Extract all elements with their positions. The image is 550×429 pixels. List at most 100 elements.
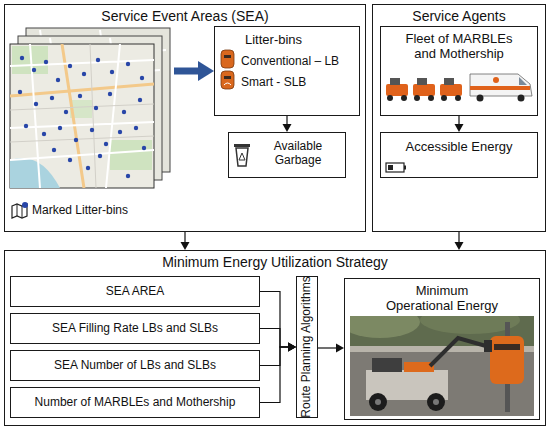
map-detail-part-part [52, 148, 56, 152]
garbage-bin-icon-part [239, 153, 245, 160]
fleet-icons-part-part [518, 95, 525, 102]
node-label: Service Agents [373, 8, 545, 24]
litter-bin-icon-part [224, 55, 231, 58]
algorithm-box: Route Planning Algorithms [296, 276, 318, 418]
map-detail-part-part [126, 62, 130, 66]
robot-photo-part [484, 340, 492, 352]
map-icon [12, 202, 28, 218]
arrow-head [288, 343, 296, 352]
fleet-icons-part-part [519, 77, 527, 85]
connector-arrow [455, 232, 464, 250]
map-detail-part-part [122, 110, 126, 114]
map-detail-part [10, 158, 60, 188]
map-detail-part-part [68, 64, 72, 68]
arrow-head [336, 344, 344, 353]
map-detail-part [18, 56, 146, 178]
group-box: Minimum Energy Utilization StrategySEA A… [4, 250, 546, 426]
connector-line [458, 232, 459, 243]
map-detail-part-part [56, 78, 60, 82]
map-detail-part-part [82, 72, 86, 76]
connector-arrow [260, 292, 296, 352]
map-detail-part-part [134, 126, 138, 130]
connector-line [184, 232, 185, 243]
group-box: Service Event Areas (SEA)Marked Litter-b… [4, 4, 366, 232]
map-icon-part [17, 204, 22, 218]
map-detail-part-part [42, 132, 46, 136]
map-detail-part-part [50, 96, 54, 100]
battery-icon-part [386, 163, 404, 172]
map-detail-part-part [86, 166, 90, 170]
battery-icon [386, 163, 406, 172]
fleet-icons-part-part [401, 95, 407, 101]
connector-line [174, 68, 199, 75]
fleet-icons-part-part [390, 78, 400, 85]
litter-bin-icon-part [221, 71, 234, 89]
litter-bin-icon-part [224, 76, 231, 79]
connector-arrow [260, 343, 296, 403]
arrow-head [198, 61, 214, 81]
fleet-icons-part-part [441, 95, 447, 101]
fleet-icons-part [470, 74, 532, 102]
arrow-head [288, 343, 296, 352]
connector-line [458, 116, 459, 125]
connector-line [318, 347, 337, 348]
robot-photo-part [433, 399, 439, 405]
fleet-icons-part-part [477, 95, 484, 102]
connector-arrow [455, 116, 464, 132]
fleet-icons-part-part [386, 84, 408, 96]
result-box: Minimum Operational Energy [344, 278, 540, 420]
connector-line [260, 329, 289, 348]
arrow-head [455, 124, 464, 132]
robot-photo-part [372, 358, 402, 372]
node-label: Fleet of MARBLEs and Mothership [399, 32, 519, 62]
map-detail-part-part [142, 146, 146, 150]
factor-box: SEA AREA [10, 276, 260, 307]
process-box: Accessible Energy [380, 132, 538, 178]
connector-arrow [283, 116, 292, 132]
map-detail-part-part [126, 174, 130, 178]
arrow-head [455, 242, 464, 250]
map-detail-part-part [34, 102, 38, 106]
node-label: SEA AREA [11, 285, 259, 299]
map-detail [10, 44, 154, 188]
connector-arrow [260, 343, 296, 366]
map-detail-part-part [58, 126, 62, 130]
garbage-bin-icon [234, 144, 250, 166]
map-detail-part-part [32, 68, 36, 72]
node-label: Litter-bins [245, 33, 302, 48]
litter-bin-icon-part [224, 83, 231, 85]
map-detail-part-part [18, 90, 22, 94]
fleet-icons-part [440, 78, 462, 101]
litter-bin-icon-part [221, 50, 234, 68]
map-detail-part-part [64, 110, 68, 114]
robot-photo-part [430, 338, 486, 366]
robot-photo-part [404, 362, 434, 372]
fleet-icons-part-part [413, 84, 435, 96]
node-label: SEA Filling Rate LBs and SLBs [11, 322, 259, 336]
map-detail-part-part [74, 138, 78, 142]
fleet-icons-part-part [455, 95, 461, 101]
process-box: Available Garbage [228, 132, 346, 178]
arrow-head [181, 242, 190, 250]
factor-box: Number of MARBLEs and Mothership [10, 387, 260, 418]
node-sublabel: Conventional – LB [241, 55, 339, 69]
map-detail-part-part [94, 106, 98, 110]
map-detail-part-part [68, 158, 72, 162]
process-box: Litter-binsConventional – LBSmart - SLB [214, 26, 360, 116]
connector-line [260, 347, 289, 403]
robot-photo-part [427, 393, 445, 411]
node-label: Number of MARBLEs and Mothership [11, 396, 259, 410]
fleet-icons-part-part [414, 95, 420, 101]
map-detail-part [10, 44, 154, 188]
map-detail-part-part [96, 58, 100, 62]
map-icon-part [22, 202, 28, 208]
map-detail-part-part [24, 124, 28, 128]
fleet-icons-part-part [470, 74, 532, 96]
map-detail-part-part [104, 142, 108, 146]
garbage-bin-icon-part [236, 148, 248, 166]
fleet-icons-part-part [440, 84, 462, 96]
battery-icon-part [388, 165, 393, 170]
robot-photo-part [369, 393, 387, 411]
arrow-head [288, 343, 296, 352]
